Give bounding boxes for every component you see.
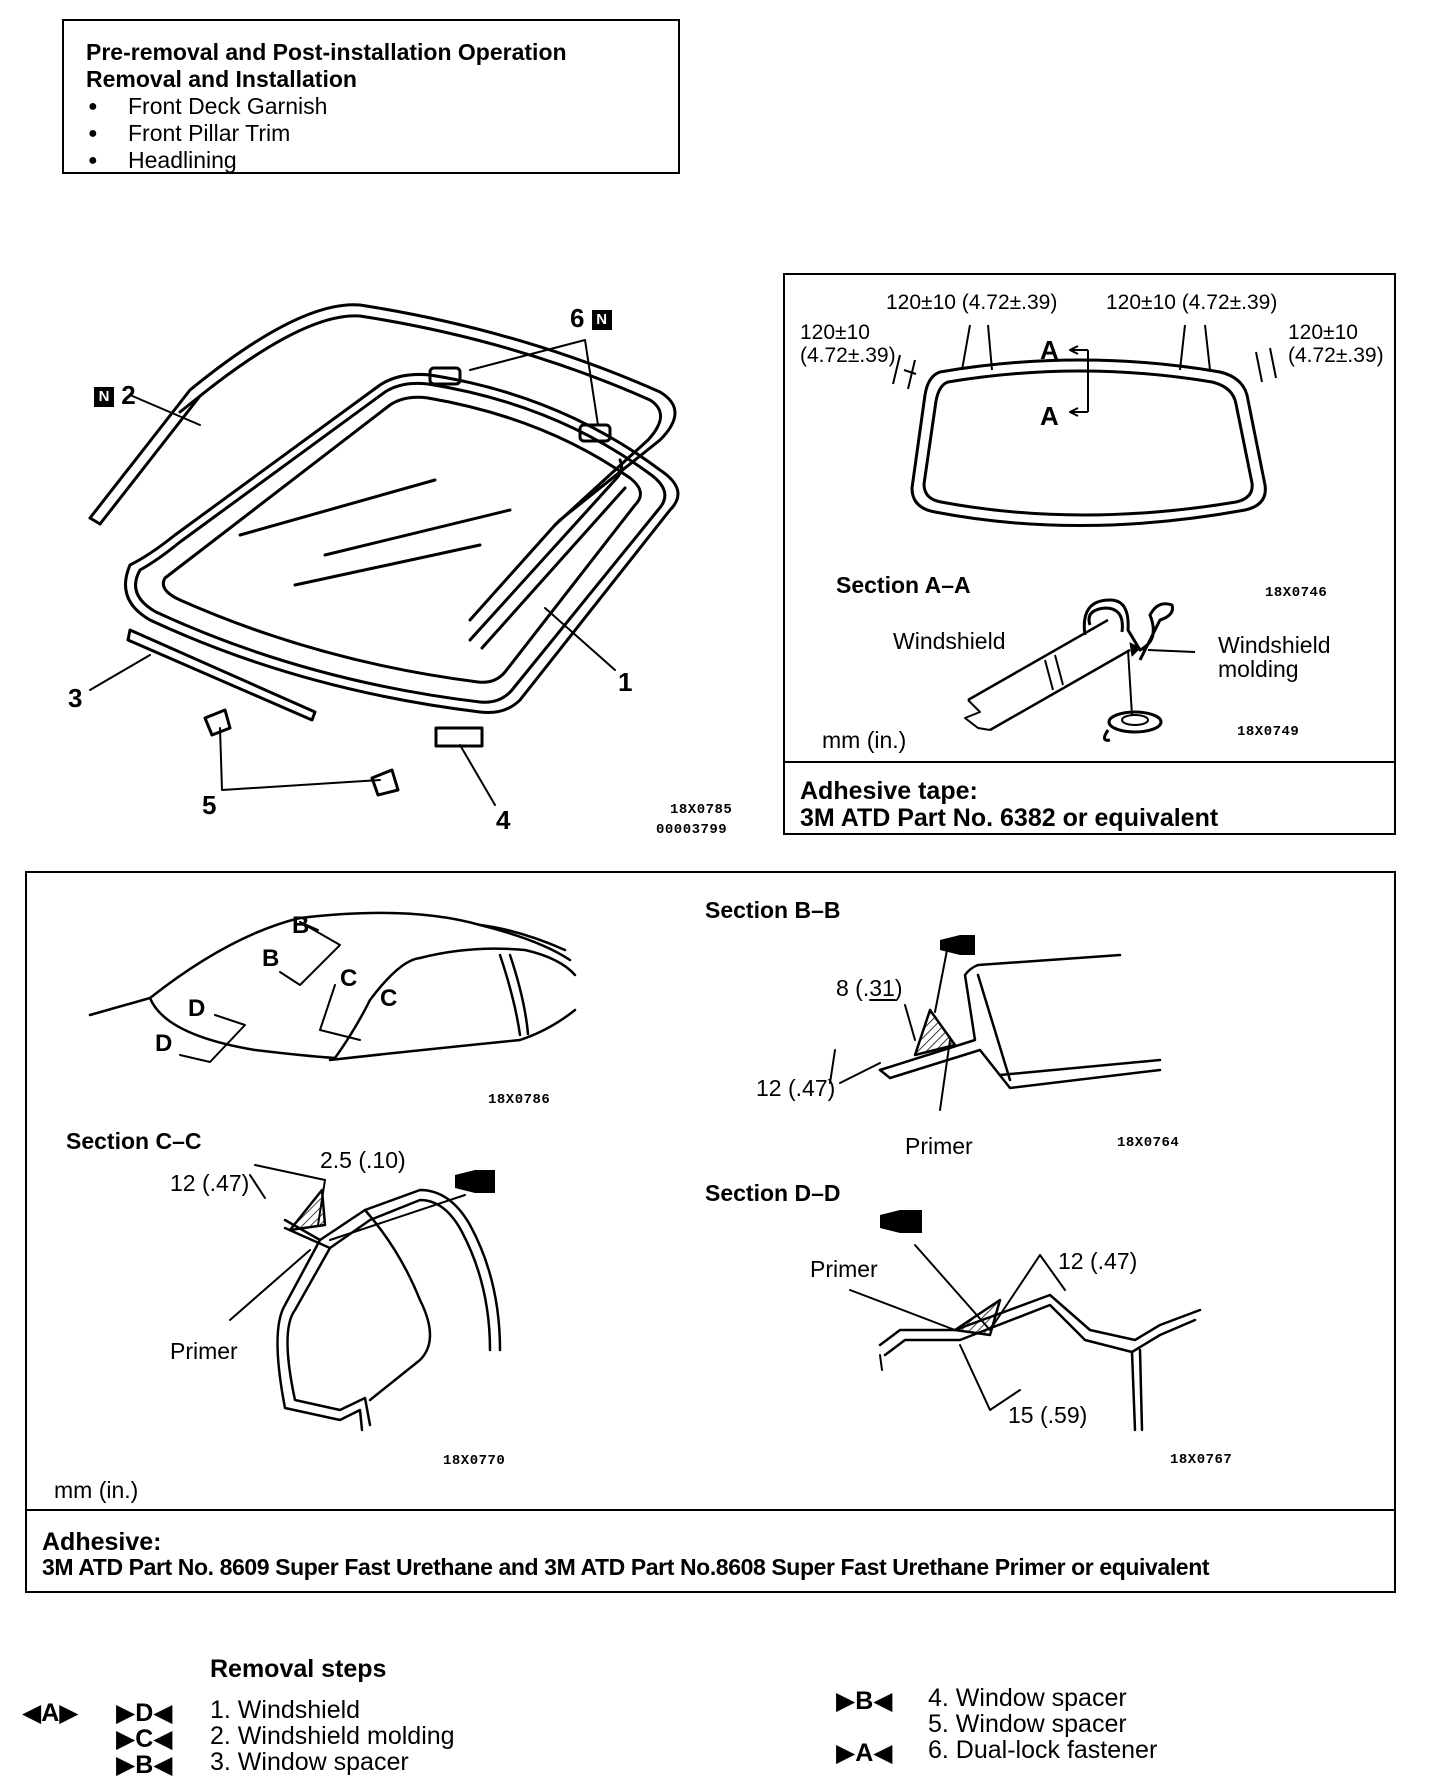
section-mark-a-top: A <box>1040 335 1059 365</box>
mark-c-upper: C <box>340 965 358 992</box>
section-aa-figure-code: 18X0749 <box>1237 724 1300 740</box>
bb-primer-label: Primer <box>905 1133 973 1159</box>
operation-subheading: Removal and Installation <box>86 66 357 92</box>
window-spacer-3-outline <box>126 628 317 722</box>
cc-dim-top: 2.5 (.10) <box>320 1147 406 1173</box>
window-spacer-4-outline <box>434 726 484 748</box>
step-1: 1. Windshield <box>210 1696 361 1724</box>
mark-b-upper: B <box>292 912 310 939</box>
section-mark-a-bottom: A <box>1040 401 1059 431</box>
step-tag-b: ▶B◀ <box>116 1751 173 1779</box>
fastener-5-a <box>203 708 232 737</box>
plan-figure-code: 18X0746 <box>1265 585 1328 601</box>
adhesive-tape-label: Adhesive tape: <box>800 777 978 805</box>
dim-top-right: 120±10 (4.72±.39) <box>1106 291 1278 314</box>
callout-2: N 2 <box>94 380 136 411</box>
dd-dim-side: 12 (.47) <box>1058 1248 1138 1274</box>
section-aa-title: Section A–A <box>836 572 971 598</box>
windshield-glass-outline <box>124 373 680 714</box>
step-tag-a-left: ◀A▶ <box>22 1699 79 1727</box>
callout-4: 4 <box>496 805 511 835</box>
sections-divider <box>25 1509 1396 1511</box>
label-molding-line1: Windshield <box>1218 632 1331 658</box>
callout-3: 3 <box>68 683 83 713</box>
label-windshield: Windshield <box>893 628 1006 654</box>
adhesive-tape-part: 3M ATD Part No. 6382 or equivalent <box>800 804 1219 832</box>
mark-c-lower: C <box>380 985 398 1012</box>
label-molding-line2: molding <box>1218 656 1299 682</box>
cc-primer-label: Primer <box>170 1338 238 1364</box>
cc-dim-side: 12 (.47) <box>170 1170 250 1196</box>
section-aa-units: mm (in.) <box>822 727 907 753</box>
cc-figure-code: 18X0770 <box>443 1453 506 1469</box>
section-cc-title: Section C–C <box>66 1128 202 1154</box>
dim-right-inches: (4.72±.39) <box>1288 344 1384 367</box>
mark-d-upper: D <box>188 995 206 1022</box>
section-bb-title: Section B–B <box>705 897 841 923</box>
exploded-doc-code: 00003799 <box>656 822 728 838</box>
section-dd-title: Section D–D <box>705 1180 841 1206</box>
sections-panel <box>25 871 1396 1593</box>
new-part-mark: N <box>94 387 114 408</box>
dd-primer-label: Primer <box>810 1256 878 1282</box>
operation-heading: Pre-removal and Post-installation Operat… <box>86 39 567 65</box>
operation-box: Pre-removal and Post-installation Operat… <box>62 19 680 174</box>
fastener-5-b <box>370 768 400 797</box>
operation-item-front-pillar-trim: Front Pillar Trim <box>86 120 678 147</box>
car-figure-code: 18X0786 <box>488 1092 551 1108</box>
dd-dim-bottom: 15 (.59) <box>1008 1402 1088 1428</box>
dim-right-value: 120±10 <box>1288 321 1358 344</box>
bb-dim-top: 8 (.31) <box>836 975 903 1001</box>
step-tag-d: ▶D◀ <box>116 1699 173 1727</box>
dim-left-inches: (4.72±.39) <box>800 344 896 367</box>
step-tag-a-right: ▶A◀ <box>836 1739 893 1767</box>
callout-5: 5 <box>202 790 217 820</box>
step-4: 4. Window spacer <box>928 1684 1127 1712</box>
operation-item-headlining: Headlining <box>86 147 678 174</box>
removal-steps-title: Removal steps <box>210 1655 387 1683</box>
adhesive-part: 3M ATD Part No. 8609 Super Fast Urethane… <box>42 1554 1210 1580</box>
operation-item-front-deck-garnish: Front Deck Garnish <box>86 93 678 120</box>
dim-left-value: 120±10 <box>800 321 870 344</box>
step-6: 6. Dual-lock fastener <box>928 1736 1158 1764</box>
step-2: 2. Windshield molding <box>210 1722 455 1750</box>
mark-b-lower: B <box>262 945 280 972</box>
step-3: 3. Window spacer <box>210 1748 409 1776</box>
callout-1: 1 <box>618 667 633 697</box>
callout-6: 6 N <box>570 303 612 334</box>
exploded-figure-code: 18X0785 <box>670 802 733 818</box>
bb-dim-side: 12 (.47) <box>756 1075 836 1101</box>
section-aa-divider <box>783 761 1396 763</box>
dim-top-left: 120±10 (4.72±.39) <box>886 291 1058 314</box>
sections-units: mm (in.) <box>54 1477 139 1503</box>
step-tag-c: ▶C◀ <box>116 1725 173 1753</box>
step-5: 5. Window spacer <box>928 1710 1127 1738</box>
mark-d-lower: D <box>155 1030 173 1057</box>
step-tag-b-right: ▶B◀ <box>836 1687 893 1715</box>
windshield-molding-outline <box>88 303 677 522</box>
bb-figure-code: 18X0764 <box>1117 1135 1180 1151</box>
new-part-mark-6: N <box>591 310 612 331</box>
adhesive-label: Adhesive: <box>42 1528 162 1556</box>
dd-figure-code: 18X0767 <box>1170 1452 1233 1468</box>
